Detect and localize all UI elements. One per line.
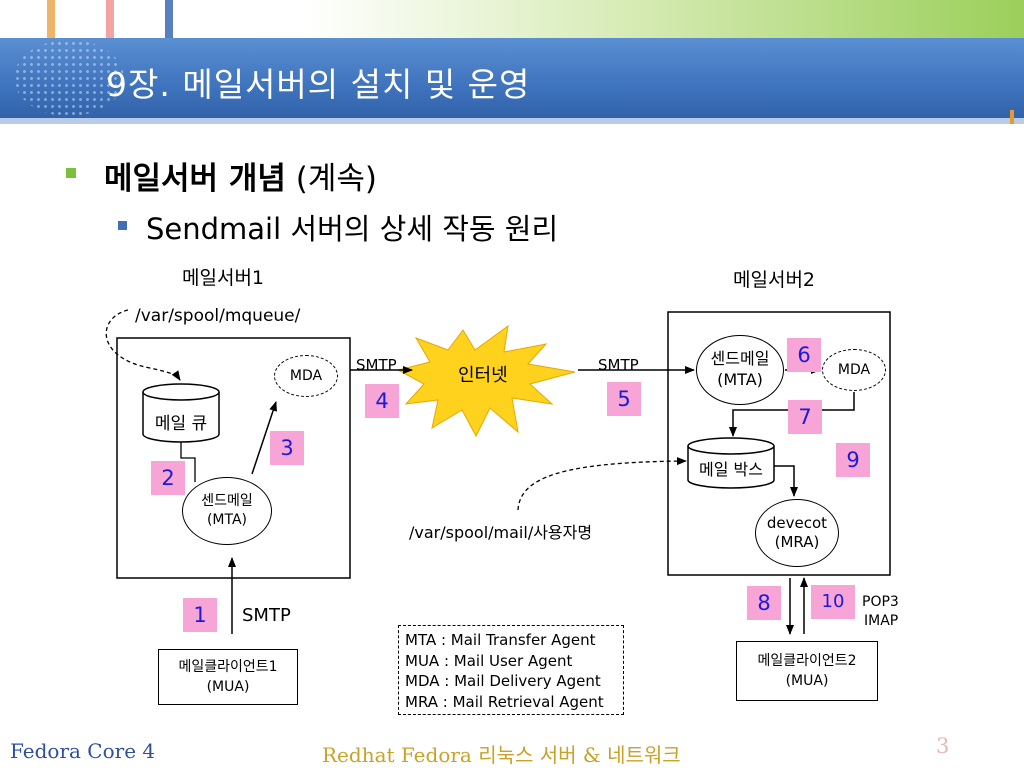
title-bar [0,38,1024,124]
smtp-label-client: SMTP [242,605,291,626]
mailbox-label: 메일 박스 [699,460,763,479]
devecot-mra: devecot (MRA) [755,499,839,567]
mailbox-path-label: /var/spool/mail/사용자명 [409,523,593,542]
queue-path-pointer [105,309,181,381]
bullet-marker-level1 [66,168,76,178]
server2-box [667,311,891,576]
page-number: 3 [936,734,950,758]
mailbox-cylinder [687,437,775,489]
client1-line2: (MUA) [206,679,250,695]
client2-line1: 메일클라이언트2 [757,653,857,669]
footer-left: Fedora Core 4 [10,739,156,763]
pop3-label: POP3 [862,594,899,610]
step-badge-10: 10 [811,585,855,619]
devecot-line1: devecot [766,514,828,532]
mda-server1: MDA [274,355,338,397]
step-badge-4: 4 [365,384,399,418]
sendmail1-line1: 센드메일 [201,493,253,509]
step-badge-5: 5 [607,382,641,416]
top-decor-strip [0,0,1024,38]
legend-mta: MTA : Mail Transfer Agent [405,631,596,649]
bullet-marker-level2 [118,221,127,230]
title-bar-underline [0,118,1024,124]
legend-mua: MUA : Mail User Agent [405,651,573,670]
mda-server2: MDA [822,349,886,391]
smtp-label-in: SMTP [598,356,639,374]
dot-pattern-decor [14,40,124,116]
step-badge-6: 6 [787,338,821,372]
smtp-label-out: SMTP [356,356,397,374]
client2-line2: (MUA) [785,673,829,689]
mail-queue-cylinder [142,383,220,443]
mda-server2-label: MDA [837,362,871,378]
bullet-level1-rest: (계속) [285,161,378,197]
mailbox-path-pointer [517,457,687,511]
devecot-line2: (MRA) [774,533,820,551]
step-badge-1: 1 [183,598,217,632]
queue-path-label: /var/spool/mqueue/ [135,306,301,326]
slide-title: 9장. 메일서버의 설치 및 운영 [106,65,531,104]
step-badge-9: 9 [836,443,870,477]
server2-title: 메일서버2 [733,269,816,291]
sendmail-mta-server2: 센드메일 (MTA) [696,335,784,405]
arrow-mailbox-to-devecot [774,465,798,497]
mda-server1-label: MDA [289,368,323,384]
mail-client1-box: 메일클라이언트1 (MUA) [158,649,298,705]
step-badge-2: 2 [151,461,185,495]
bullet-level2: Sendmail 서버의 상세 작동 원리 [146,212,559,246]
footer-center: Redhat Fedora 리눅스 서버 & 네트워크 [322,743,681,767]
imap-label: IMAP [864,613,899,629]
queue-sendmail-connector [180,442,196,482]
legend-mra: MRA : Mail Retrieval Agent [405,692,604,711]
bullet-level1: 메일서버 개념 (계속) [104,153,377,198]
sendmail1-line2: (MTA) [206,512,248,528]
server1-title: 메일서버1 [182,267,265,289]
corner-accent [1010,110,1014,124]
pink-stripe [106,0,114,38]
orange-stripe [47,0,55,38]
step-badge-8: 8 [747,586,781,620]
step-badge-7: 7 [788,400,822,434]
legend-mda: MDA : Mail Delivery Agent [405,672,601,690]
sendmail2-line2: (MTA) [717,370,763,389]
step-badge-3: 3 [270,431,304,465]
mail-client2-box: 메일클라이언트2 (MUA) [736,641,878,701]
blue-stripe [165,0,173,38]
arrow-sendmail1-to-mda [251,401,277,475]
acronym-legend: MTA : Mail Transfer Agent MUA : Mail Use… [398,625,624,715]
retrieval-protocols: POP3 IMAP [862,593,899,631]
client1-line1: 메일클라이언트1 [178,659,278,675]
bullet-level1-bold: 메일서버 개념 [104,161,286,197]
server1-box [116,337,351,579]
mail-queue-label: 메일 큐 [154,414,208,434]
sendmail-mta-server1: 센드메일 (MTA) [182,477,272,545]
sendmail2-line1: 센드메일 [710,349,770,368]
internet-label: 인터넷 [458,365,508,386]
